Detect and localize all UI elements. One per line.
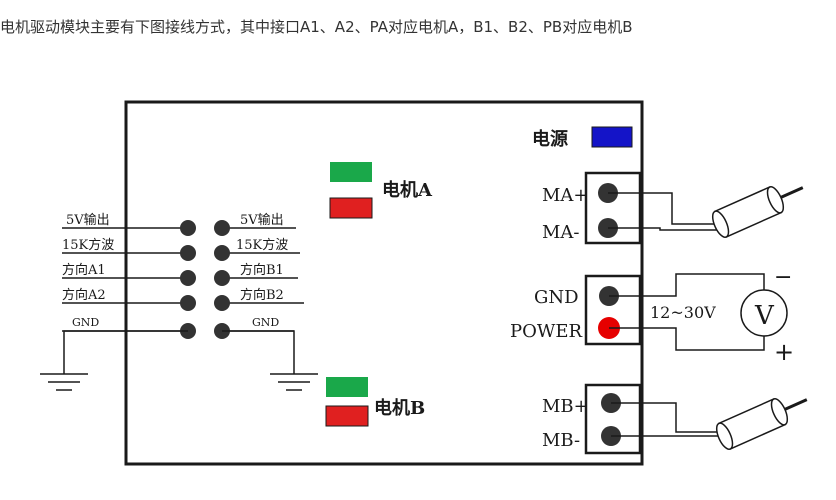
caption-text: 电机驱动模块主要有下图接线方式，其中接口A1、A2、PA对应电机A，B1、B2、… (0, 18, 633, 36)
power-indicator (591, 126, 633, 148)
right-pin-label: GND (252, 316, 279, 329)
motor-a-green-indicator (330, 162, 372, 182)
left-pin-label: 5V输出 (66, 212, 110, 228)
right-pin-label: 方向B2 (240, 287, 284, 303)
motor-a-wiring (608, 192, 720, 231)
mb-minus-label: MB- (542, 430, 580, 451)
driver-board (124, 100, 644, 466)
ground-symbol-right (270, 373, 318, 391)
motor-a-icon (711, 186, 804, 238)
left-pin (180, 245, 196, 261)
left-pin-label: 15K方波 (62, 237, 114, 253)
left-pin (180, 270, 196, 286)
power-label: 电源 (532, 128, 568, 150)
motor-b-label: 电机B (374, 397, 425, 419)
left-pin-header: 5V输出 15K方波 方向A1 方向A2 GND (40, 212, 196, 391)
right-pin (214, 270, 230, 286)
voltage-source-icon (740, 289, 788, 337)
left-pin (180, 220, 196, 236)
voltage-range-label: 12~30V (650, 303, 716, 322)
left-pin-label: 方向A1 (62, 262, 106, 278)
motor-b-green-indicator (326, 377, 368, 397)
motor-a-red-indicator (329, 197, 373, 219)
ma-plus-label: MA+ (542, 185, 589, 206)
motor-a-label: 电机A (382, 179, 433, 201)
motor-b-red-indicator (325, 405, 369, 427)
ma-minus-label: MA- (542, 222, 580, 243)
left-pin-label: 方向A2 (62, 287, 106, 303)
right-pin (214, 295, 230, 311)
right-pin-label: 5V输出 (240, 212, 284, 228)
right-pin-label: 方向B1 (240, 262, 284, 278)
left-pin (180, 295, 196, 311)
motor-b-terminal-block: MB+ MB- (542, 383, 642, 455)
motor-a-terminal-block: MA+ MA- (542, 171, 642, 245)
power-supply-wiring: V 12~30V − + (609, 265, 794, 366)
ground-symbol-left (40, 373, 88, 391)
right-pin (214, 245, 230, 261)
right-pin-label: 15K方波 (236, 237, 288, 253)
power-terminal-label: POWER (510, 321, 583, 342)
power-terminal-block: GND POWER (510, 274, 642, 346)
voltage-source-symbol: V (754, 301, 775, 331)
mb-plus-label: MB+ (542, 396, 589, 417)
motor-b-icon (715, 398, 808, 450)
supply-minus-sign: − (774, 265, 792, 290)
motor-b-wiring (611, 402, 722, 437)
left-pin-label: GND (72, 316, 99, 329)
right-pin (214, 220, 230, 236)
gnd-label: GND (534, 287, 579, 308)
right-pin-header: 5V输出 15K方波 方向B1 方向B2 GND (214, 212, 318, 391)
supply-plus-sign: + (774, 338, 794, 366)
